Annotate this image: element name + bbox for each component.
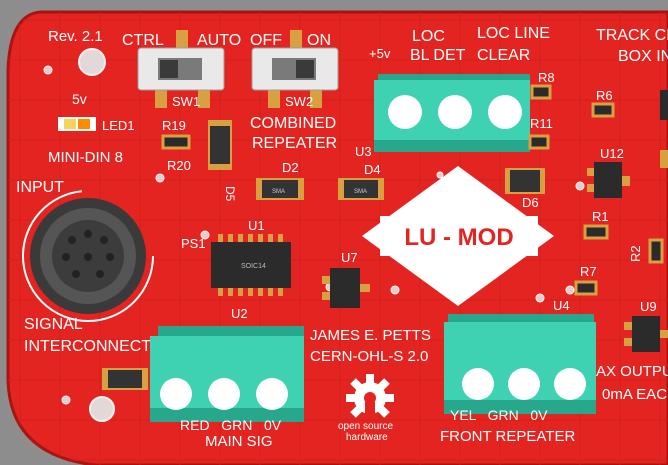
u12-label: U12 <box>600 146 624 161</box>
diode-d5 <box>208 120 232 170</box>
ax-output-label-2: 0mA EAC <box>602 386 667 403</box>
led1-component <box>58 117 96 131</box>
main-sig-pins-label: RED GRN 0V <box>180 417 282 433</box>
slide-switch-sw2 <box>251 30 339 108</box>
front-repeater-label: FRONT REPEATER <box>440 428 575 445</box>
sw1-label: SW1 <box>172 94 200 109</box>
transistor-u9 <box>624 316 668 352</box>
component-right-mid <box>660 150 668 168</box>
transistor-u12 <box>587 162 630 198</box>
loc-bl-det-label-1: LOC <box>412 28 445 45</box>
on-label: ON <box>307 32 331 49</box>
mounting-hole <box>89 396 115 422</box>
author-label: JAMES E. PETTS <box>310 327 431 344</box>
track-clear-label-2: BOX IN <box>618 48 668 65</box>
diode-d4: SMA <box>338 178 384 200</box>
ctrl-label: CTRL <box>122 32 164 49</box>
ax-output-label-1: AX OUTPU <box>596 363 668 380</box>
revision-label: Rev. 2.1 <box>48 28 103 45</box>
resistor-r7 <box>574 280 598 296</box>
diode-d6 <box>505 168 545 194</box>
loc-bl-det-label-2: BL DET <box>410 47 466 64</box>
lu-mod-label: LU - MOD <box>404 224 513 251</box>
r6-label: R6 <box>596 88 613 103</box>
resistor-r6 <box>591 102 615 118</box>
transistor-u7 <box>322 268 370 308</box>
d2-label: D2 <box>282 160 299 175</box>
r8-label: R8 <box>538 70 555 85</box>
r11-label: R11 <box>530 116 553 131</box>
input-label: INPUT <box>16 179 64 196</box>
ic-u1-soic14: SOIC14 <box>211 234 291 296</box>
open-source-hardware-logo <box>346 374 394 418</box>
led-5v-label: 5v <box>72 91 87 107</box>
u1-label: U1 <box>248 218 265 233</box>
combined-repeater-label-2: REPEATER <box>252 135 337 152</box>
r1-label: R1 <box>592 209 609 224</box>
component-right-top <box>660 90 668 120</box>
led1-label: LED1 <box>102 118 135 133</box>
loc-line-clear-label-2: CLEAR <box>477 47 530 64</box>
resistor-r11 <box>528 134 550 150</box>
osh-label-2: hardware <box>346 432 388 443</box>
svg-text:SOIC14: SOIC14 <box>241 263 266 270</box>
r20-label: R20 <box>167 158 191 173</box>
auto-label: AUTO <box>197 32 241 49</box>
d4-label: D4 <box>364 162 381 177</box>
sw2-label: SW2 <box>285 94 313 109</box>
plus5v-label: +5v <box>369 46 391 61</box>
d5-label: D5 <box>223 186 237 202</box>
terminal-block-main-sig <box>150 326 304 422</box>
r2-label: R2 <box>628 245 643 262</box>
interconnect-label: INTERCONNECT <box>24 338 151 355</box>
mini-din-socket <box>22 190 154 322</box>
svg-text:SMA: SMA <box>354 189 367 195</box>
mounting-hole <box>78 48 106 76</box>
diode-d2: SMA <box>256 178 304 200</box>
resistor-r19 <box>161 134 191 150</box>
loc-line-clear-label-1: LOC LINE <box>477 25 550 42</box>
signal-label: SIGNAL <box>24 316 83 333</box>
u9-label: U9 <box>640 299 657 314</box>
u3-label: U3 <box>355 144 372 159</box>
combined-repeater-label-1: COMBINED <box>250 115 336 132</box>
osh-label-1: open source <box>338 421 393 432</box>
r19-label: R19 <box>162 118 186 133</box>
terminal-block-front-repeater <box>444 314 596 414</box>
u2-label: U2 <box>231 306 248 321</box>
svg-text:SMA: SMA <box>272 189 285 195</box>
terminal-block-top <box>374 74 530 152</box>
resistor-r8 <box>530 84 552 100</box>
slide-switch-sw1 <box>137 30 225 108</box>
license-label: CERN-OHL-S 2.0 <box>310 348 428 365</box>
diode-left-bottom <box>102 368 148 390</box>
track-clear-label-1: TRACK CL <box>596 27 668 44</box>
ps1-label: PS1 <box>181 236 206 251</box>
resistor-r1 <box>583 224 609 240</box>
r7-label: R7 <box>580 264 597 279</box>
lu-mod-label-box <box>380 216 538 256</box>
d6-label: D6 <box>522 195 539 210</box>
main-sig-label: MAIN SIG <box>205 433 273 450</box>
u4-label: U4 <box>553 298 570 313</box>
mini-din-label: MINI-DIN 8 <box>48 149 123 166</box>
u7-label: U7 <box>341 250 358 265</box>
front-pins-label: YEL GRN 0V <box>450 407 548 423</box>
resistor-r2 <box>648 238 664 264</box>
off-label: OFF <box>250 32 282 49</box>
